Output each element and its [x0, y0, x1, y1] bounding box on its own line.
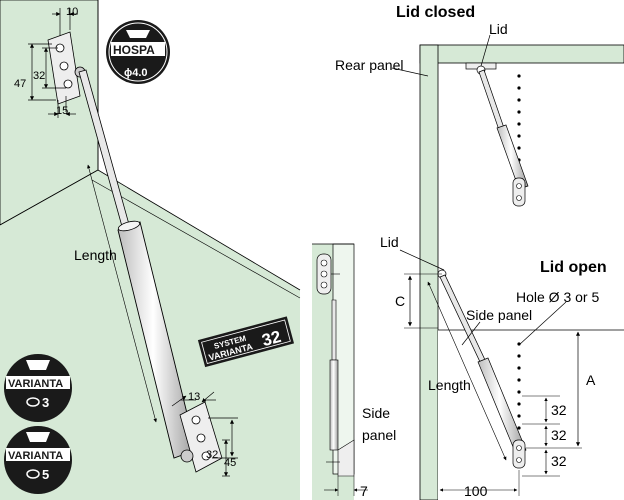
lid-mid-label: Lid [380, 234, 399, 250]
dim-7-label: 7 [360, 483, 368, 499]
dim-32b-label: 32 [551, 427, 567, 443]
varianta-3-name: VARIANTA [8, 378, 63, 390]
varianta-5-spec: 5 [42, 467, 49, 482]
hospa-name: HOSPA [113, 43, 155, 57]
bottom-mounting-bracket [179, 401, 223, 473]
dim-32-bottom-label: 32 [206, 449, 218, 461]
bottom-dimensions [171, 391, 238, 477]
side-panel-left-line2: panel [362, 427, 396, 443]
dim-45-label: 45 [224, 457, 236, 469]
hole-label: Hole Ø 3 or 5 [516, 289, 599, 305]
dim-32c-label: 32 [551, 453, 567, 469]
system-number: 32 [260, 327, 283, 350]
hospa-spec: ɸ4.0 [124, 67, 148, 79]
length-label-left: Length [74, 247, 117, 263]
dim-13-label: 13 [188, 391, 200, 403]
dim-32a-label: 32 [551, 402, 567, 418]
varianta-5-name: VARIANTA [8, 450, 63, 462]
system-varianta-badge: SYSTEM VARIANTA 32 [197, 316, 295, 368]
lid-closed-view [391, 34, 624, 500]
dim-c-label: C [395, 293, 405, 309]
rear-panel-label: Rear panel [335, 57, 404, 73]
dim-100-label: 100 [464, 483, 488, 499]
hospa-badge: HOSPA ɸ4.0 [106, 20, 170, 84]
dim-10-label: 10 [66, 6, 78, 18]
varianta-5-badge: VARIANTA 5 [4, 426, 72, 494]
hole-column-top [517, 74, 521, 162]
side-panel-left-line1: Side [362, 405, 390, 421]
hole-column-bottom [517, 342, 521, 430]
varianta-3-badge: VARIANTA 3 [4, 354, 72, 422]
lid-closed-title: Lid closed [396, 4, 475, 21]
length-label-right: Length [428, 377, 471, 393]
top-dimensions [28, 8, 78, 118]
lid-top-label: Lid [489, 21, 508, 37]
dim-15-label: 15 [56, 105, 68, 117]
side-panel-right-label: Side panel [466, 307, 532, 323]
varianta-3-spec: 3 [42, 395, 49, 410]
dim-a-label: A [586, 372, 596, 388]
lid-open-view [312, 243, 624, 500]
lid-open-title: Lid open [540, 259, 607, 276]
dim-32-top-label: 32 [33, 70, 45, 82]
dim-47-label: 47 [14, 78, 26, 90]
length-dimension-left [87, 164, 157, 423]
